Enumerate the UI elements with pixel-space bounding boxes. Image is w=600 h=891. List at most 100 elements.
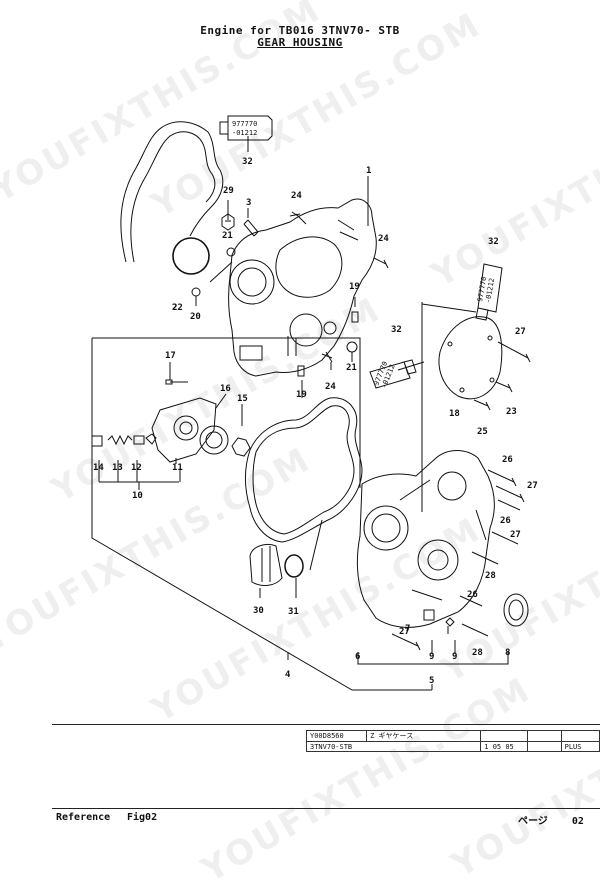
bolt-24b-part [373, 257, 389, 269]
callout-27c: 27 [510, 530, 521, 540]
callout-25: 25 [477, 427, 488, 437]
relief-plug-14-part [91, 435, 103, 447]
bolt-23-part [495, 381, 513, 393]
callout-24c: 24 [325, 382, 336, 392]
callout-27b: 27 [527, 481, 538, 491]
relief-spring-13-part [107, 434, 133, 446]
sealant-tube-32c-part [369, 359, 417, 389]
callout-17: 17 [165, 351, 176, 361]
callout-5: 5 [429, 676, 434, 686]
callout-2: 2 [172, 303, 177, 313]
o-ring-20-part [191, 287, 201, 297]
plug-9b-part [445, 617, 455, 634]
callout-27a: 27 [515, 327, 526, 337]
revision-mark: PLUS [560, 741, 600, 752]
callout-28b: 28 [472, 648, 483, 658]
tube-code-1: 977770 [232, 120, 257, 128]
bolt-28a-part [471, 551, 499, 565]
bolt-26c-part [459, 595, 483, 607]
oil-seal-30-part [249, 543, 283, 586]
callout-3: 3 [246, 198, 251, 208]
bolt-27b-part [491, 531, 519, 545]
callout-26b: 26 [500, 516, 511, 526]
o-ring-31-part [284, 554, 304, 578]
bolt-25-part [473, 399, 491, 411]
relief-valve-12-part [133, 435, 145, 445]
callout-27d: 27 [399, 627, 410, 637]
upper-gasket-part [120, 121, 224, 263]
page-label: ページ [518, 816, 548, 827]
stud-3-part [243, 219, 259, 237]
callout-16: 16 [220, 384, 231, 394]
dowel-19b-part [297, 365, 305, 377]
page-subtitle: GEAR HOUSING [257, 36, 343, 49]
part-name: Z ギヤケース [366, 730, 482, 742]
reference-label: Reference [56, 812, 111, 823]
callout-15: 15 [237, 394, 248, 404]
tube-code-2: -01212 [232, 129, 257, 137]
bolt-24a-part [289, 211, 307, 225]
callout-31: 31 [288, 607, 299, 617]
pump-cover-11-part [151, 397, 217, 463]
callout-29: 29 [223, 186, 234, 196]
footer-rule [52, 808, 600, 809]
callout-14: 14 [93, 463, 104, 473]
sealant-tube-32a-part [219, 115, 273, 141]
callout-23: 23 [506, 407, 517, 417]
dowel-19a-part [351, 311, 359, 323]
page-number-value: 02 [571, 816, 584, 827]
callout-4: 4 [285, 670, 291, 680]
rotor-part [145, 433, 157, 445]
callout-21b: 21 [346, 363, 357, 373]
sealant-tube-32b-part [475, 263, 503, 321]
callout-26c: 26 [467, 590, 478, 600]
callout-26a: 26 [502, 455, 513, 465]
plug-9a-part [423, 609, 435, 621]
callout-28a: 28 [485, 571, 496, 581]
title-block: Y00D8560 Z ギヤケース 3TNV70-STB 1 05 05 PLUS [305, 730, 600, 752]
callout-22: 22 [172, 303, 183, 313]
oil-seal-8-part [503, 593, 529, 627]
bolt-17-part [165, 379, 188, 385]
callout-19b: 19 [296, 390, 307, 400]
callout-24b: 24 [378, 234, 389, 244]
callout-1: 1 [366, 166, 371, 176]
callout-19a: 19 [349, 282, 360, 292]
bolt-27-right-part [495, 485, 525, 503]
o-ring-21b-part [346, 341, 358, 353]
page-number: ページ 02 [518, 812, 584, 827]
exploded-parts-diagram: 1 2 3 4 5 6 7 8 9 9 10 11 12 13 14 15 16… [91, 115, 538, 691]
callout-20: 20 [190, 312, 201, 322]
inner-rotor-15-part [231, 437, 251, 457]
outer-rotor-16-part [199, 425, 229, 455]
callout-21a: 21 [222, 231, 233, 241]
gear-housing-lower-part [356, 450, 495, 628]
callout-32b: 32 [488, 237, 499, 247]
callout-13: 13 [112, 463, 123, 473]
callout-6: 6 [355, 652, 360, 662]
callout-32a: 32 [242, 157, 253, 167]
bolt-24c-part [321, 351, 333, 363]
revision-date: 1 05 05 [480, 741, 528, 752]
housing-bore-part [229, 259, 275, 305]
figure-label: Fig02 [127, 812, 158, 823]
bolt-27c-part [391, 633, 421, 651]
callout-12: 12 [131, 463, 142, 473]
gear-bore-part [363, 505, 409, 551]
o-ring-21-part [226, 247, 236, 257]
bolt-28b-part [461, 623, 489, 637]
callout-9b: 9 [452, 652, 457, 662]
part-code: Y00D8560 [305, 730, 368, 742]
callout-30: 30 [253, 606, 264, 616]
bolt-26a-part [487, 469, 517, 487]
page-title: Engine for TB016 3TNV70- STB [200, 24, 400, 37]
callout-18: 18 [449, 409, 460, 419]
callout-10: 10 [132, 491, 143, 501]
bolt-26b-part [497, 499, 521, 511]
callout-24a: 24 [291, 191, 302, 201]
o-ring-22-part [172, 237, 210, 275]
lower-gasket-7-part [245, 397, 363, 543]
footer-rule [52, 724, 600, 725]
callout-8: 8 [505, 648, 510, 658]
bolt-27-cover-part [497, 341, 531, 363]
